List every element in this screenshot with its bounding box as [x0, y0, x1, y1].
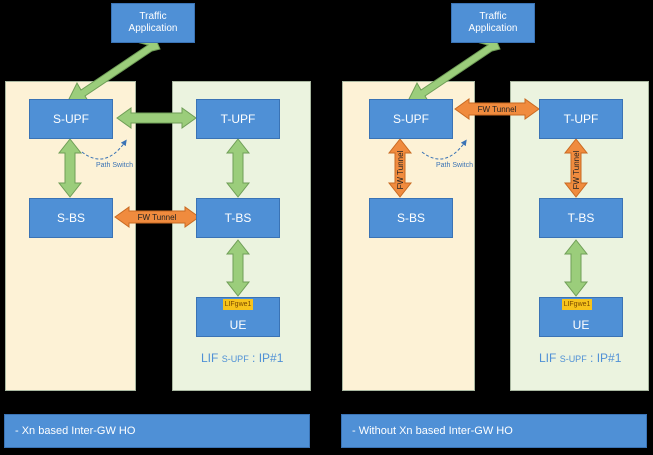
- right-t-upf-node: T-UPF: [539, 99, 623, 139]
- left-s-upf-node: S-UPF: [29, 99, 113, 139]
- right-t-bs-node: T-BS: [539, 198, 623, 238]
- left-t-bs-node: T-BS: [196, 198, 280, 238]
- right-lif-main: LIF: [539, 351, 557, 365]
- left-lif-tag: LIFgwe1: [223, 299, 253, 310]
- right-app-upf-arrow: [406, 34, 501, 105]
- right-traffic-application-node: Traffic Application: [451, 3, 535, 43]
- left-app-upf-arrow: [66, 34, 161, 105]
- right-path-switch-arrow: [421, 139, 467, 160]
- right-footer-caption: - Without Xn based Inter-GW HO: [341, 414, 647, 448]
- right-top-fw-tunnel-label: FW Tunnel: [478, 105, 517, 114]
- left-lif-main: LIF: [201, 351, 219, 365]
- left-supf-sbs-arrow: [57, 138, 83, 198]
- left-supf-tupf-arrow: [116, 107, 197, 129]
- left-footer-caption: - Xn based Inter-GW HO: [4, 414, 310, 448]
- right-left-fw-tunnel-arrow: [387, 138, 413, 198]
- left-traffic-application-node: Traffic Application: [111, 3, 195, 43]
- left-path-switch-label: Path Switch: [96, 162, 133, 169]
- left-lif-sub: S-UPF: [221, 354, 249, 364]
- right-lif-label: LIF S-UPF : IP#1: [539, 351, 621, 365]
- right-left-fw-tunnel-label: FW Tunnel: [396, 150, 405, 189]
- left-path-switch-arrow: [81, 139, 127, 160]
- right-lif-tag: LIFgwe1: [562, 299, 592, 310]
- left-tupf-tbs-arrow: [225, 138, 251, 198]
- left-lif-label: LIF S-UPF : IP#1: [201, 351, 283, 365]
- right-path-switch-label: Path Switch: [436, 162, 473, 169]
- right-right-fw-tunnel-label: FW Tunnel: [572, 150, 581, 189]
- right-tbs-ue-arrow: [563, 239, 589, 297]
- right-s-bs-node: S-BS: [369, 198, 453, 238]
- right-lif-ip: : IP#1: [590, 351, 622, 365]
- left-tbs-ue-arrow: [225, 239, 251, 297]
- left-lif-ip: : IP#1: [252, 351, 284, 365]
- right-lif-sub: S-UPF: [559, 354, 587, 364]
- left-t-upf-node: T-UPF: [196, 99, 280, 139]
- right-s-upf-node: S-UPF: [369, 99, 453, 139]
- right-right-fw-tunnel-arrow: [563, 138, 589, 198]
- left-s-bs-node: S-BS: [29, 198, 113, 238]
- left-fw-tunnel-label: FW Tunnel: [138, 213, 177, 222]
